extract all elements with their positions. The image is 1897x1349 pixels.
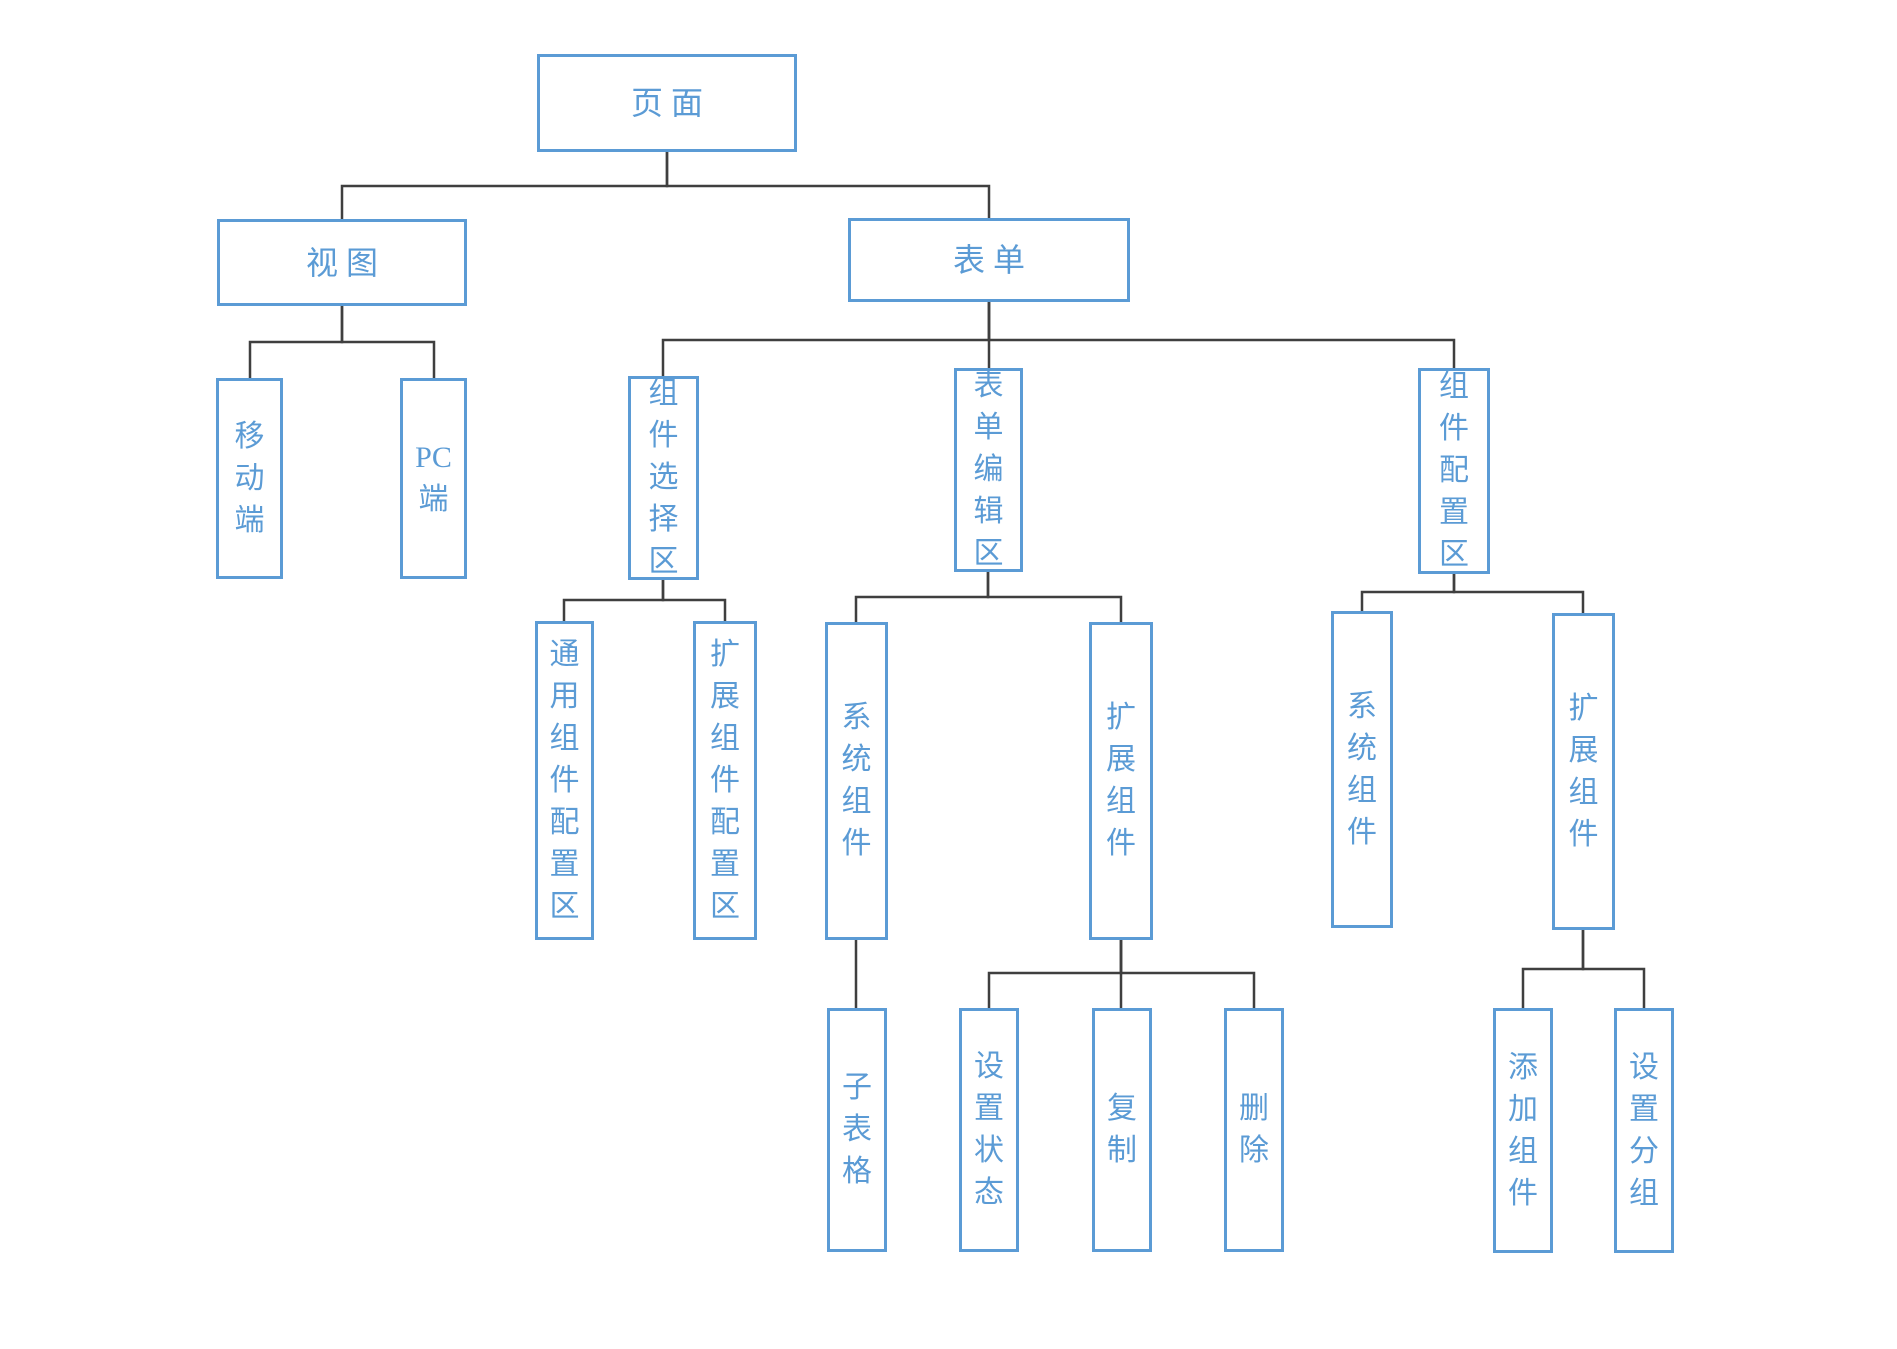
edge-extended-set-status (987, 940, 1123, 1008)
node-add-component-label: 添加组件 (1508, 1050, 1538, 1210)
node-mobile-client-label: 移动端 (234, 419, 265, 537)
node-form-edit-area: 表单编辑区 (954, 368, 1023, 572)
edge-view-pc (340, 306, 436, 378)
node-view: 视图 (217, 219, 467, 306)
node-copy-label: 复制 (1107, 1092, 1137, 1167)
node-system-components-config-label: 系统组件 (1347, 689, 1377, 849)
edge-edit-extended (986, 572, 1123, 622)
node-extended-component-config-area-label: 扩展组件配置区 (710, 637, 740, 923)
node-sub-table-label: 子表格 (842, 1071, 872, 1188)
edge-form-select-area (661, 302, 991, 376)
node-component-config-area: 组件配置区 (1418, 368, 1490, 574)
edge-form-config-area (987, 302, 1456, 368)
edge-page-view (340, 152, 669, 219)
node-set-group: 设置分组 (1614, 1008, 1674, 1253)
edge-edit-system (854, 572, 990, 622)
node-pc-client-label: PC端 (415, 440, 452, 516)
edge-page-form (665, 152, 991, 218)
node-extended-components-edit-label: 扩展组件 (1106, 701, 1136, 860)
node-page: 页面 (537, 54, 797, 152)
edge-extended-delete (1119, 940, 1256, 1008)
node-mobile-client: 移动端 (216, 378, 283, 579)
node-sub-table: 子表格 (827, 1008, 887, 1252)
edge-config-system (1360, 574, 1456, 611)
node-system-components-edit: 系统组件 (825, 622, 888, 940)
node-copy: 复制 (1092, 1008, 1152, 1252)
edge-extended-group (1581, 930, 1646, 1008)
node-set-status-label: 设置状态 (974, 1050, 1004, 1209)
node-extended-components-config-label: 扩展组件 (1568, 691, 1599, 851)
edge-select-extended (661, 580, 727, 621)
node-extended-components-edit: 扩展组件 (1089, 622, 1153, 940)
node-extended-component-config-area: 扩展组件配置区 (693, 621, 757, 940)
node-component-config-area-label: 组件配置区 (1439, 370, 1469, 571)
node-view-label: 视图 (305, 244, 386, 281)
node-delete: 删除 (1224, 1008, 1284, 1252)
node-page-label: 页面 (630, 85, 711, 121)
node-set-group-label: 设置分组 (1629, 1050, 1659, 1210)
edge-view-mobile (248, 306, 344, 378)
node-add-component: 添加组件 (1493, 1008, 1553, 1253)
node-component-select-area: 组件选择区 (628, 376, 699, 580)
node-form-label: 表单 (952, 242, 1033, 278)
node-component-select-area-label: 组件选择区 (648, 377, 679, 578)
edge-select-general (562, 580, 665, 621)
node-general-component-config-area: 通用组件配置区 (535, 621, 594, 940)
edge-extended-add (1521, 930, 1585, 1008)
node-system-components-edit-label: 系统组件 (841, 701, 872, 860)
node-set-status: 设置状态 (959, 1008, 1019, 1252)
node-delete-label: 删除 (1239, 1092, 1269, 1167)
node-extended-components-config: 扩展组件 (1552, 613, 1615, 930)
node-system-components-config: 系统组件 (1331, 611, 1393, 928)
node-form-edit-area-label: 表单编辑区 (973, 369, 1004, 570)
edge-config-extended (1452, 574, 1585, 613)
node-general-component-config-area-label: 通用组件配置区 (549, 637, 580, 923)
node-pc-client: PC端 (400, 378, 467, 579)
node-form: 表单 (848, 218, 1130, 302)
